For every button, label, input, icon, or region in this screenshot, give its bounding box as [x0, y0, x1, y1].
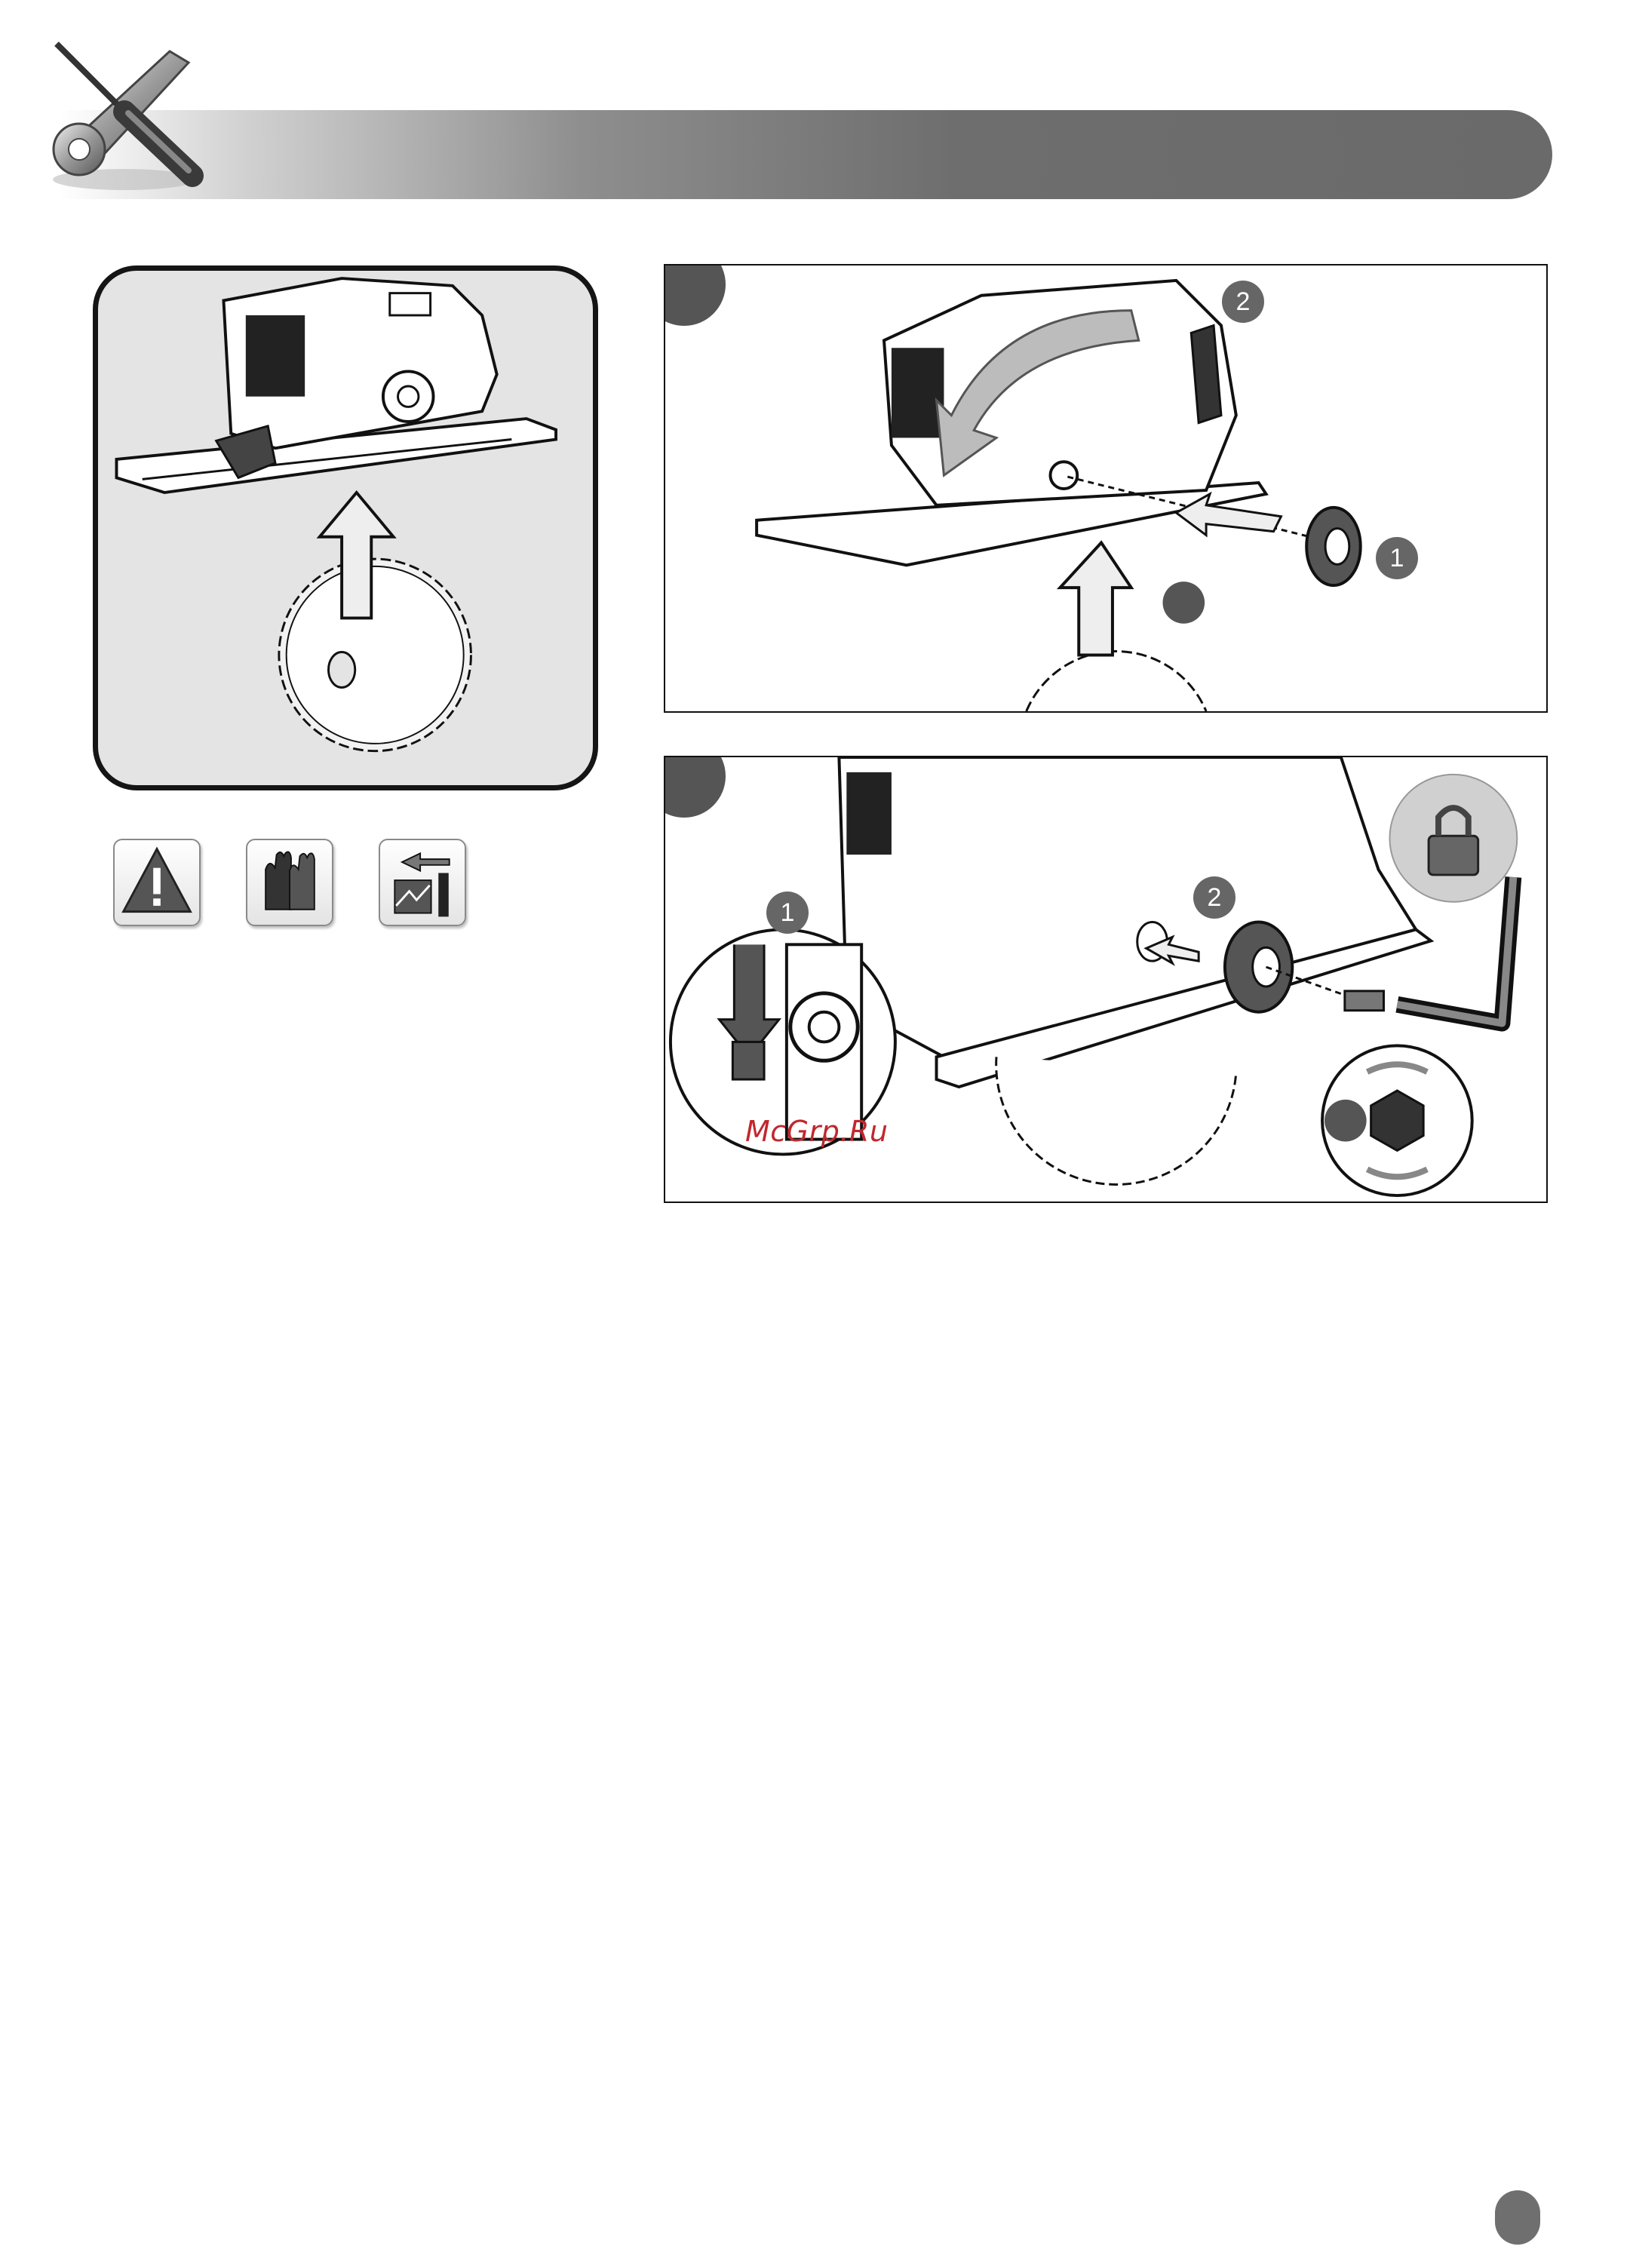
install-blade-illustration: [665, 265, 1546, 711]
watermark-text: McGrp.Ru: [745, 1115, 888, 1148]
padlock-icon: [1389, 775, 1517, 902]
step-badge-2: 2: [1222, 281, 1264, 323]
page-tab: [1495, 2190, 1540, 2245]
warning-icon: [113, 839, 201, 926]
unplug-icon: [379, 839, 466, 926]
step-badge-2: 2: [1193, 876, 1235, 919]
saw-blade: [279, 559, 471, 751]
panel-install-blade: 2 1: [664, 264, 1548, 713]
step-badge-1: 1: [1376, 537, 1418, 579]
gloves-icon: [246, 839, 333, 926]
step-badge-1: 1: [766, 892, 809, 934]
saw-blade-illustration: [98, 271, 593, 785]
header-bar: [60, 110, 1552, 199]
tools-icon: [41, 29, 215, 198]
panel-remove-blade: [93, 265, 598, 790]
